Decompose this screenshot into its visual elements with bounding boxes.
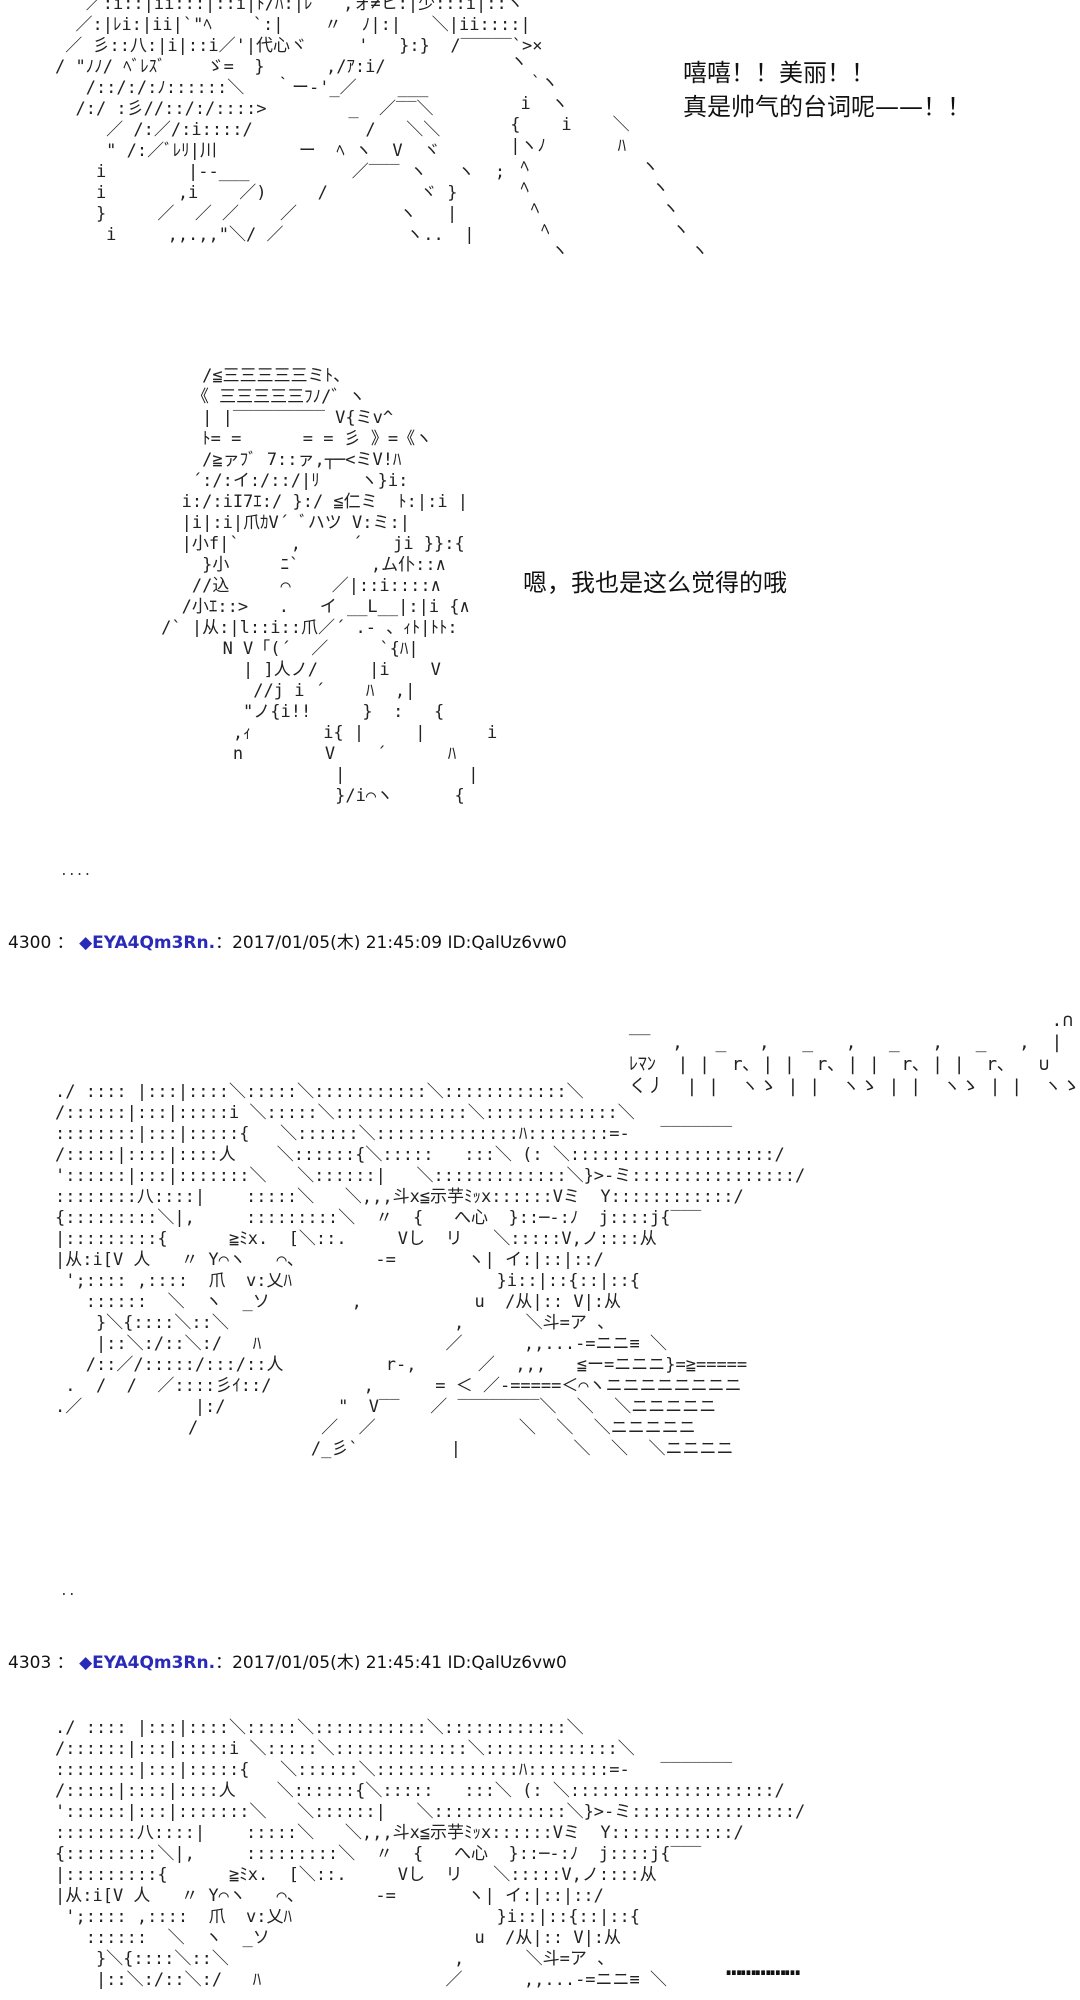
ellipsis-small-1: .... [60,864,92,879]
diamond-icon: ◆ [79,1653,93,1673]
post-header-4303: 4303 ： ◆EYA4Qm3Rn.：2017/01/05(木) 21:45:4… [8,1648,567,1673]
post-datetime: ：2017/01/05(木) 21:45:09 ID:QalUz6vw0 [215,933,567,953]
post-number: 4303 [8,1653,52,1673]
ascii-art-speed-lines-1: ./ :::: |:::|::::＼:::::＼:::::::::::＼::::… [55,1082,806,1459]
diamond-icon: ◆ [79,933,93,953]
post-trip[interactable]: EYA4Qm3Rn. [92,933,216,953]
post-number: 4300 [8,933,52,953]
ellipsis-small-2: .. [60,1584,76,1599]
post-trip[interactable]: EYA4Qm3Rn. [92,1653,216,1673]
speech-line-1: 嘻嘻！！美丽！！ [683,59,875,87]
ascii-art-top: ／:i::|ii:::|::i|ﾄ/ﾊ:|ﾚ ,ォ≠ヒ:|少:::i|::ヾ ／… [55,0,543,245]
ascii-art-standing-figure: /≦三三三三三ミﾄ、 《 三三三三三ﾌﾉ/゛ヽ | |‾‾‾‾‾‾‾‾‾ V{ミ… [161,366,498,806]
speech-reply: 嗯，我也是这么觉得的哦 [523,569,787,597]
ascii-art-speed-lines-2: ./ :::: |:::|::::＼:::::＼:::::::::::＼::::… [55,1718,806,1990]
sfx-lettering: .∩ ‾‾ , _ , _ , _ , _ , | ﾚﾏﾝ | | r､ | |… [628,1010,1080,1097]
post-separator: ： [56,1653,74,1673]
post-header-4300: 4300 ： ◆EYA4Qm3Rn.：2017/01/05(木) 21:45:0… [8,928,567,953]
ascii-art-top-right: ヽ `ヽ i ヽ { i ＼ |ヽﾉ ﾊ ﾍ ヽ ﾍ ヽ ﾍ ヽ ﾍ ヽ ヽ ヽ [510,52,708,261]
post-separator: ： [56,933,74,953]
ellipsis-large: …………… [726,1952,800,1982]
post-datetime: ：2017/01/05(木) 21:45:41 ID:QalUz6vw0 [215,1653,567,1673]
speech-line-2: 真是帅气的台词呢——！！ [683,93,971,121]
